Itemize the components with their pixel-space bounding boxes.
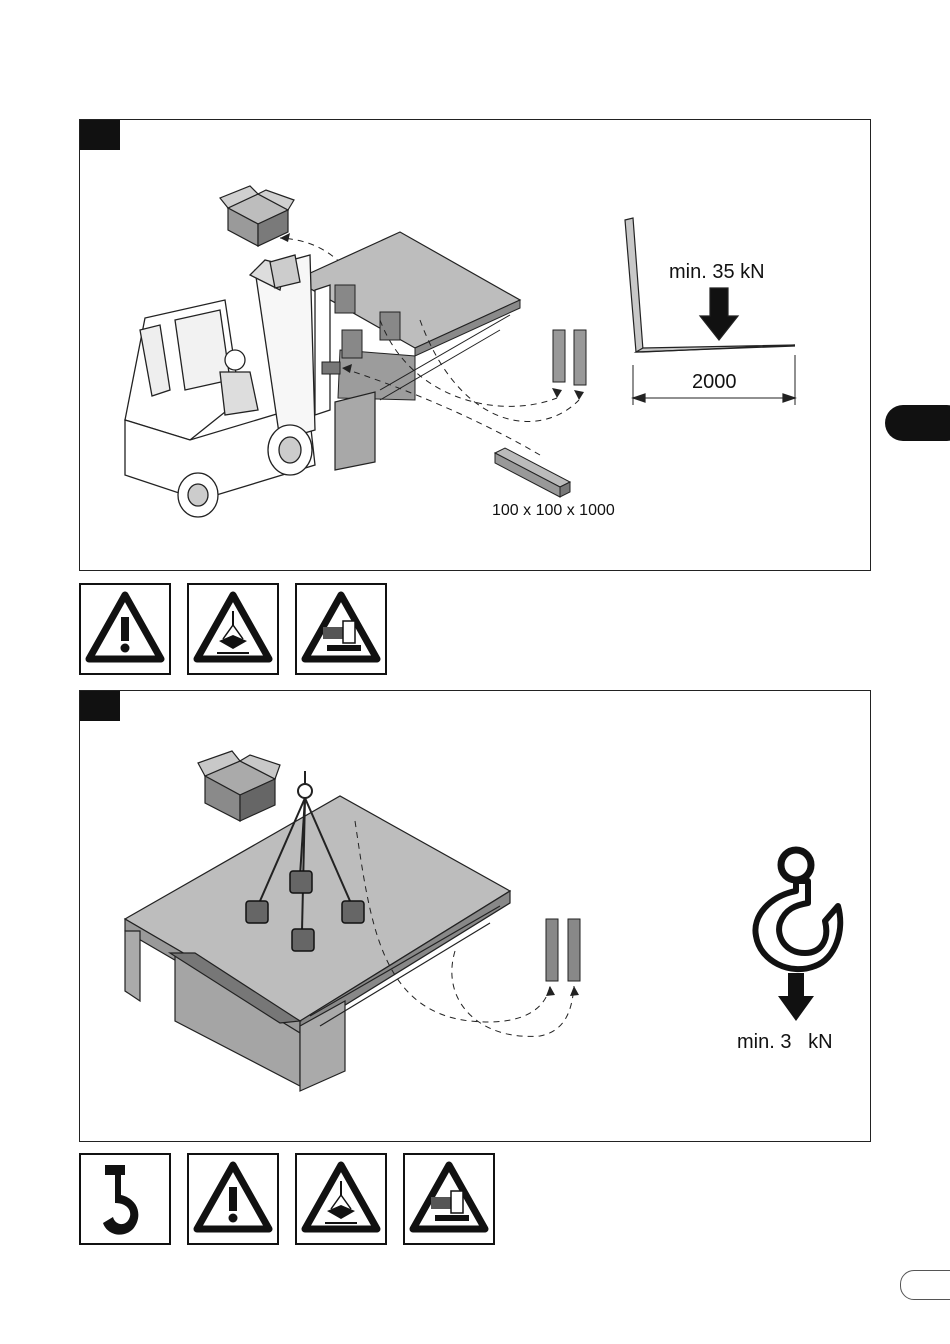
distance-label: 2000 — [692, 371, 737, 394]
forklift-illustration — [80, 120, 870, 570]
page-number-oval — [900, 1270, 950, 1300]
support-posts — [546, 919, 580, 981]
timber-beam — [495, 448, 570, 497]
panel-forklift-unloading: min. 35 kN 2000 100 x 100 x 1000 — [79, 119, 871, 571]
timber-dimension-label: 100 x 100 x 1000 — [492, 502, 615, 520]
crane-hook-icon — [755, 850, 840, 1021]
dock-leveller-platform — [125, 796, 510, 1091]
hook-force-label: min. 3 kN — [737, 1031, 833, 1054]
crush-hazard-icon — [403, 1153, 495, 1245]
support-posts — [553, 330, 586, 385]
suspended-load-icon — [295, 1153, 387, 1245]
section-tab — [885, 405, 950, 441]
warning-triangle-icon — [79, 583, 171, 675]
crush-hazard-icon — [295, 583, 387, 675]
warning-triangle-icon — [187, 1153, 279, 1245]
forklift — [125, 255, 330, 517]
wedge-block — [322, 362, 340, 374]
crane-lift-illustration — [80, 691, 870, 1141]
suspended-load-icon — [187, 583, 279, 675]
panel-crane-lifting: min. 3 kN — [79, 690, 871, 1142]
cardboard-box-icon — [198, 751, 280, 821]
crane-hook-icon — [79, 1153, 171, 1245]
force-label: min. 35 kN — [669, 261, 765, 284]
